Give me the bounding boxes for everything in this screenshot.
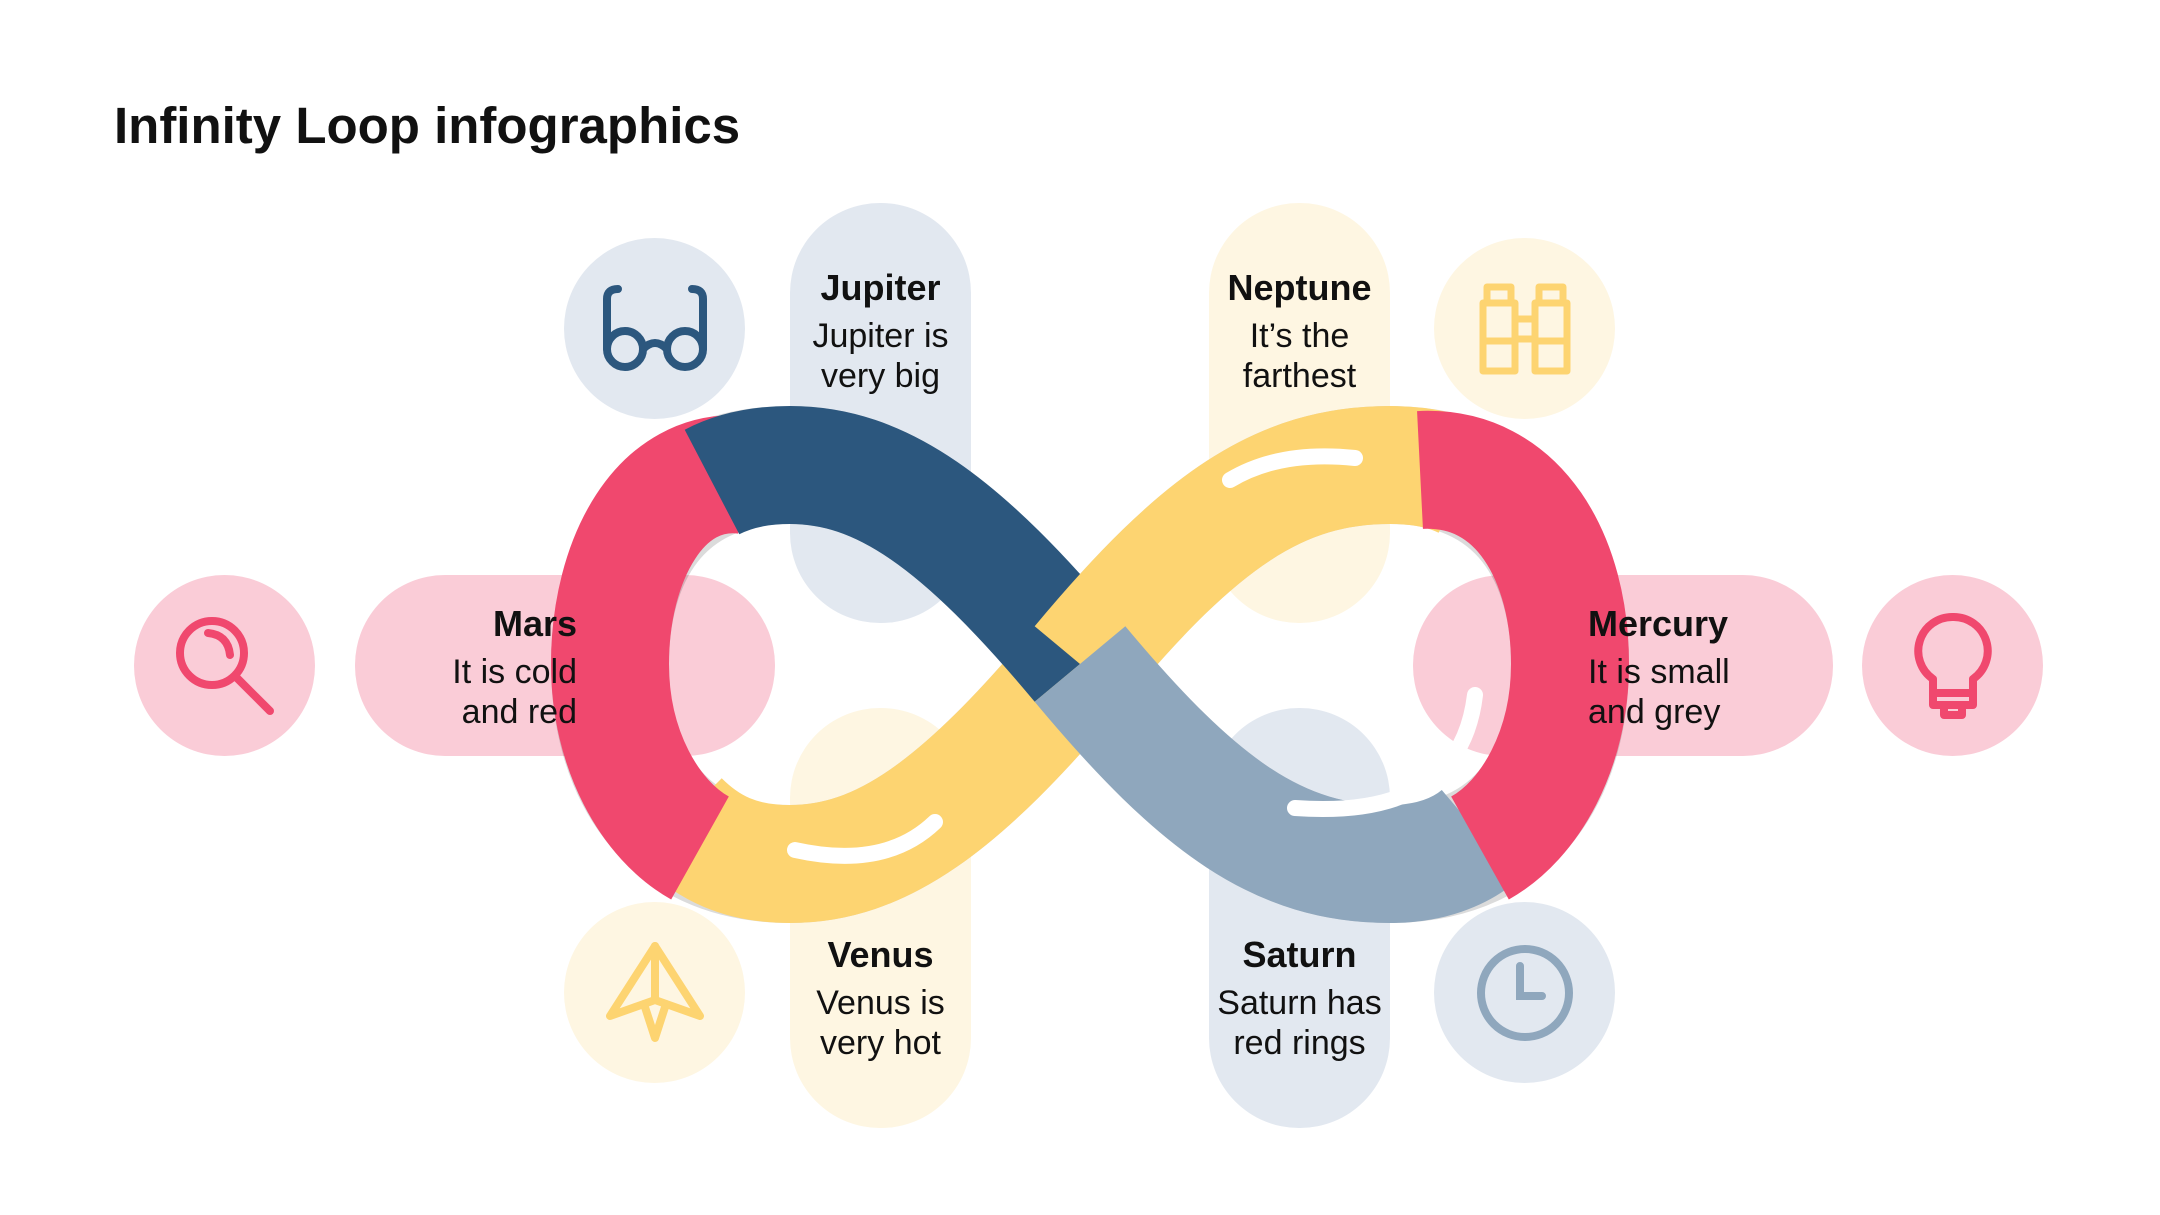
loop-pink-left <box>550 415 752 900</box>
loop-pink-right <box>1417 410 1630 900</box>
loop-yellow-bottom <box>638 626 1126 924</box>
lightbulb-icon <box>1913 612 1992 719</box>
lightbulb-circle <box>1862 575 2043 756</box>
mars-desc: It is cold and red <box>452 653 577 731</box>
venus-label: Venus Venus is very hot <box>790 935 971 1063</box>
glasses-circle <box>564 238 745 419</box>
venus-name: Venus <box>827 934 934 975</box>
loop-navy-top <box>684 405 1126 702</box>
mars-label: Mars It is cold and red <box>400 604 577 732</box>
clock-icon <box>1476 944 1573 1041</box>
jupiter-name: Jupiter <box>820 267 941 308</box>
glasses-icon <box>602 284 707 371</box>
loop-yellow-top <box>1034 405 1492 702</box>
binoculars-circle <box>1434 238 1615 419</box>
mercury-label: Mercury It is small and grey <box>1588 604 1788 732</box>
loop-steel-bottom <box>1034 626 1519 924</box>
paper-plane-icon <box>605 941 704 1042</box>
loop-highlight-bottom-left <box>787 814 943 864</box>
magnifier-circle <box>134 575 315 756</box>
venus-desc: Venus is very hot <box>816 984 945 1062</box>
page-title: Infinity Loop infographics <box>114 97 741 154</box>
mercury-desc: It is small and grey <box>1588 653 1730 731</box>
magnifier-icon <box>175 616 274 715</box>
jupiter-label: Jupiter Jupiter is very big <box>790 268 971 396</box>
mars-name: Mars <box>492 603 577 644</box>
neptune-desc: It’s the farthest <box>1242 317 1357 395</box>
mercury-name: Mercury <box>1588 603 1729 644</box>
saturn-name: Saturn <box>1242 934 1357 975</box>
neptune-label: Neptune It’s the farthest <box>1209 268 1390 396</box>
neptune-name: Neptune <box>1227 267 1372 308</box>
loop-highlight-bottom-right <box>1287 687 1483 817</box>
saturn-label: Saturn Saturn has red rings <box>1199 935 1400 1063</box>
loop-highlight-top-right <box>1222 448 1363 488</box>
saturn-desc: Saturn has red rings <box>1217 984 1382 1062</box>
jupiter-desc: Jupiter is very big <box>812 317 949 395</box>
paper-plane-circle <box>564 902 745 1083</box>
clock-circle <box>1434 902 1615 1083</box>
binoculars-icon <box>1479 283 1570 374</box>
